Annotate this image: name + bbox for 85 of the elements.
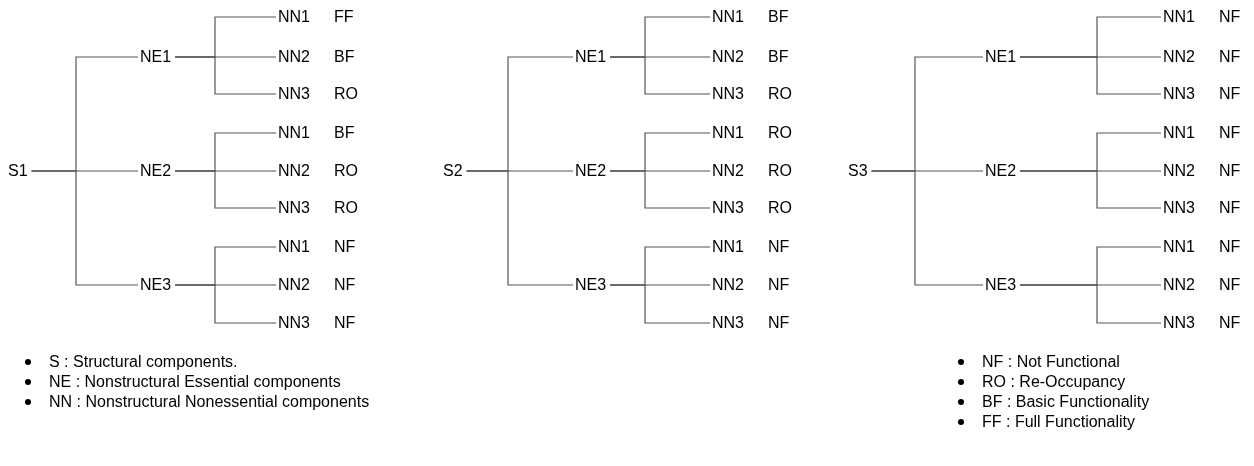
node-label: NE2 (140, 162, 172, 180)
node-label: NN3 (1163, 314, 1195, 332)
tree-connector (465, 170, 574, 286)
status-label: RO (334, 162, 358, 180)
status-label: NF (768, 276, 790, 294)
node-label: NN1 (1163, 238, 1195, 256)
node-label: NN3 (712, 314, 744, 332)
node-label: S3 (848, 162, 868, 180)
tree-connector (174, 284, 277, 324)
tree-connector (609, 170, 711, 209)
status-label: NF (1219, 199, 1241, 217)
node-label: NN3 (278, 85, 310, 103)
node-label: NN1 (712, 238, 744, 256)
status-label: RO (334, 85, 358, 103)
tree-connector (1019, 284, 1162, 324)
node-label: NN2 (1163, 162, 1195, 180)
node-label: NN2 (278, 48, 310, 66)
node-label: NN2 (712, 48, 744, 66)
node-label: NN3 (278, 314, 310, 332)
node-label: NN2 (1163, 276, 1195, 294)
status-label: BF (768, 8, 789, 26)
status-label: BF (334, 48, 355, 66)
status-label: RO (768, 162, 792, 180)
tree-connector (1019, 170, 1162, 209)
status-label: RO (768, 85, 792, 103)
node-label: NE2 (985, 162, 1017, 180)
tree-connector (174, 56, 277, 95)
status-label: BF (334, 124, 355, 142)
node-label: NE3 (140, 276, 172, 294)
status-label: NF (334, 314, 356, 332)
node-label: NN1 (712, 8, 744, 26)
status-label: NF (1219, 85, 1241, 103)
tree-connector (174, 170, 277, 209)
tree-connector (30, 170, 139, 286)
node-label: NN1 (278, 124, 310, 142)
node-label: S1 (8, 162, 28, 180)
legend-note: NF : Not Functional (982, 352, 1120, 372)
legend-note: NE : Nonstructural Essential components (49, 372, 341, 392)
node-label: NN2 (278, 162, 310, 180)
status-label: NF (334, 238, 356, 256)
status-label: NF (1219, 48, 1241, 66)
status-label: NF (1219, 238, 1241, 256)
node-label: NE3 (985, 276, 1017, 294)
node-label: NE1 (140, 48, 172, 66)
node-label: NN1 (1163, 8, 1195, 26)
node-label: NN2 (712, 162, 744, 180)
node-label: NN3 (1163, 85, 1195, 103)
status-label: RO (768, 124, 792, 142)
legend-note: RO : Re-Occupancy (982, 372, 1126, 392)
node-label: NN3 (712, 85, 744, 103)
node-label: NE1 (985, 48, 1017, 66)
status-label: RO (768, 199, 792, 217)
status-label: NF (768, 314, 790, 332)
legend-note: NN : Nonstructural Nonessential components (49, 392, 370, 412)
node-label: NN1 (1163, 124, 1195, 142)
node-label: NN2 (278, 276, 310, 294)
legend-note: BF : Basic Functionality (982, 392, 1150, 412)
tree-connector (609, 56, 711, 95)
status-label: NF (1219, 276, 1241, 294)
status-label: NF (1219, 314, 1241, 332)
node-label: S2 (443, 162, 463, 180)
status-label: NF (334, 276, 356, 294)
node-label: NE1 (575, 48, 607, 66)
legend-note: FF : Full Functionality (982, 412, 1135, 432)
status-label: RO (334, 199, 358, 217)
node-label: NE2 (575, 162, 607, 180)
status-label: BF (768, 48, 789, 66)
node-label: NN3 (278, 199, 310, 217)
node-label: NN1 (278, 238, 310, 256)
tree-connector (609, 284, 711, 324)
node-label: NN1 (712, 124, 744, 142)
tree-connector (871, 170, 984, 286)
node-label: NN3 (712, 199, 744, 217)
status-label: NF (1219, 8, 1241, 26)
status-label: NF (1219, 162, 1241, 180)
node-label: NN2 (1163, 48, 1195, 66)
status-label: FF (334, 8, 354, 26)
tree-connector (1019, 56, 1162, 95)
node-label: NN1 (278, 8, 310, 26)
status-label: NF (1219, 124, 1241, 142)
node-label: NE3 (575, 276, 607, 294)
node-label: NN3 (1163, 199, 1195, 217)
node-label: NN2 (712, 276, 744, 294)
status-label: NF (768, 238, 790, 256)
legend-note: S : Structural components. (49, 352, 238, 372)
